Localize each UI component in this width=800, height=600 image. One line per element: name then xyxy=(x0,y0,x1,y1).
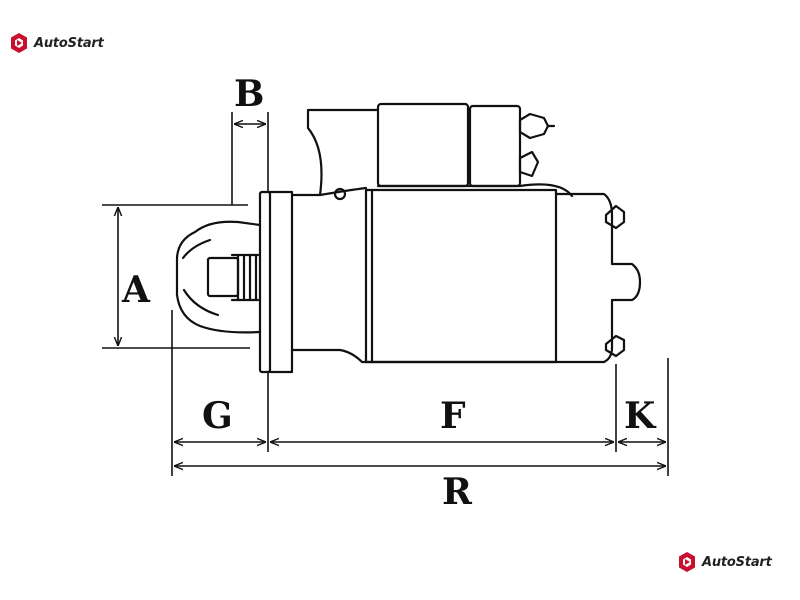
label-g: G xyxy=(202,395,233,437)
motor-body xyxy=(364,188,558,364)
label-b: B xyxy=(234,73,264,115)
autostart-logo-icon xyxy=(11,33,27,53)
label-a: A xyxy=(121,269,151,311)
solenoid-cap xyxy=(468,104,522,188)
pinion-gear xyxy=(206,256,240,298)
brand-logo-top: AutoStart xyxy=(8,32,104,54)
dimension-lines xyxy=(102,112,669,476)
commutator-end xyxy=(554,192,642,364)
label-f: F xyxy=(440,395,466,437)
label-r: R xyxy=(442,471,473,513)
solenoid-body xyxy=(376,102,470,188)
autostart-logo-icon xyxy=(679,552,695,572)
label-k: K xyxy=(624,395,657,437)
drive-nose xyxy=(175,220,262,334)
starter-motor-outline xyxy=(175,102,642,374)
mounting-flange xyxy=(258,190,272,374)
brand-name: AutoStart xyxy=(34,35,104,51)
brand-logo-bottom: AutoStart xyxy=(676,551,772,573)
brand-name: AutoStart xyxy=(702,554,772,570)
